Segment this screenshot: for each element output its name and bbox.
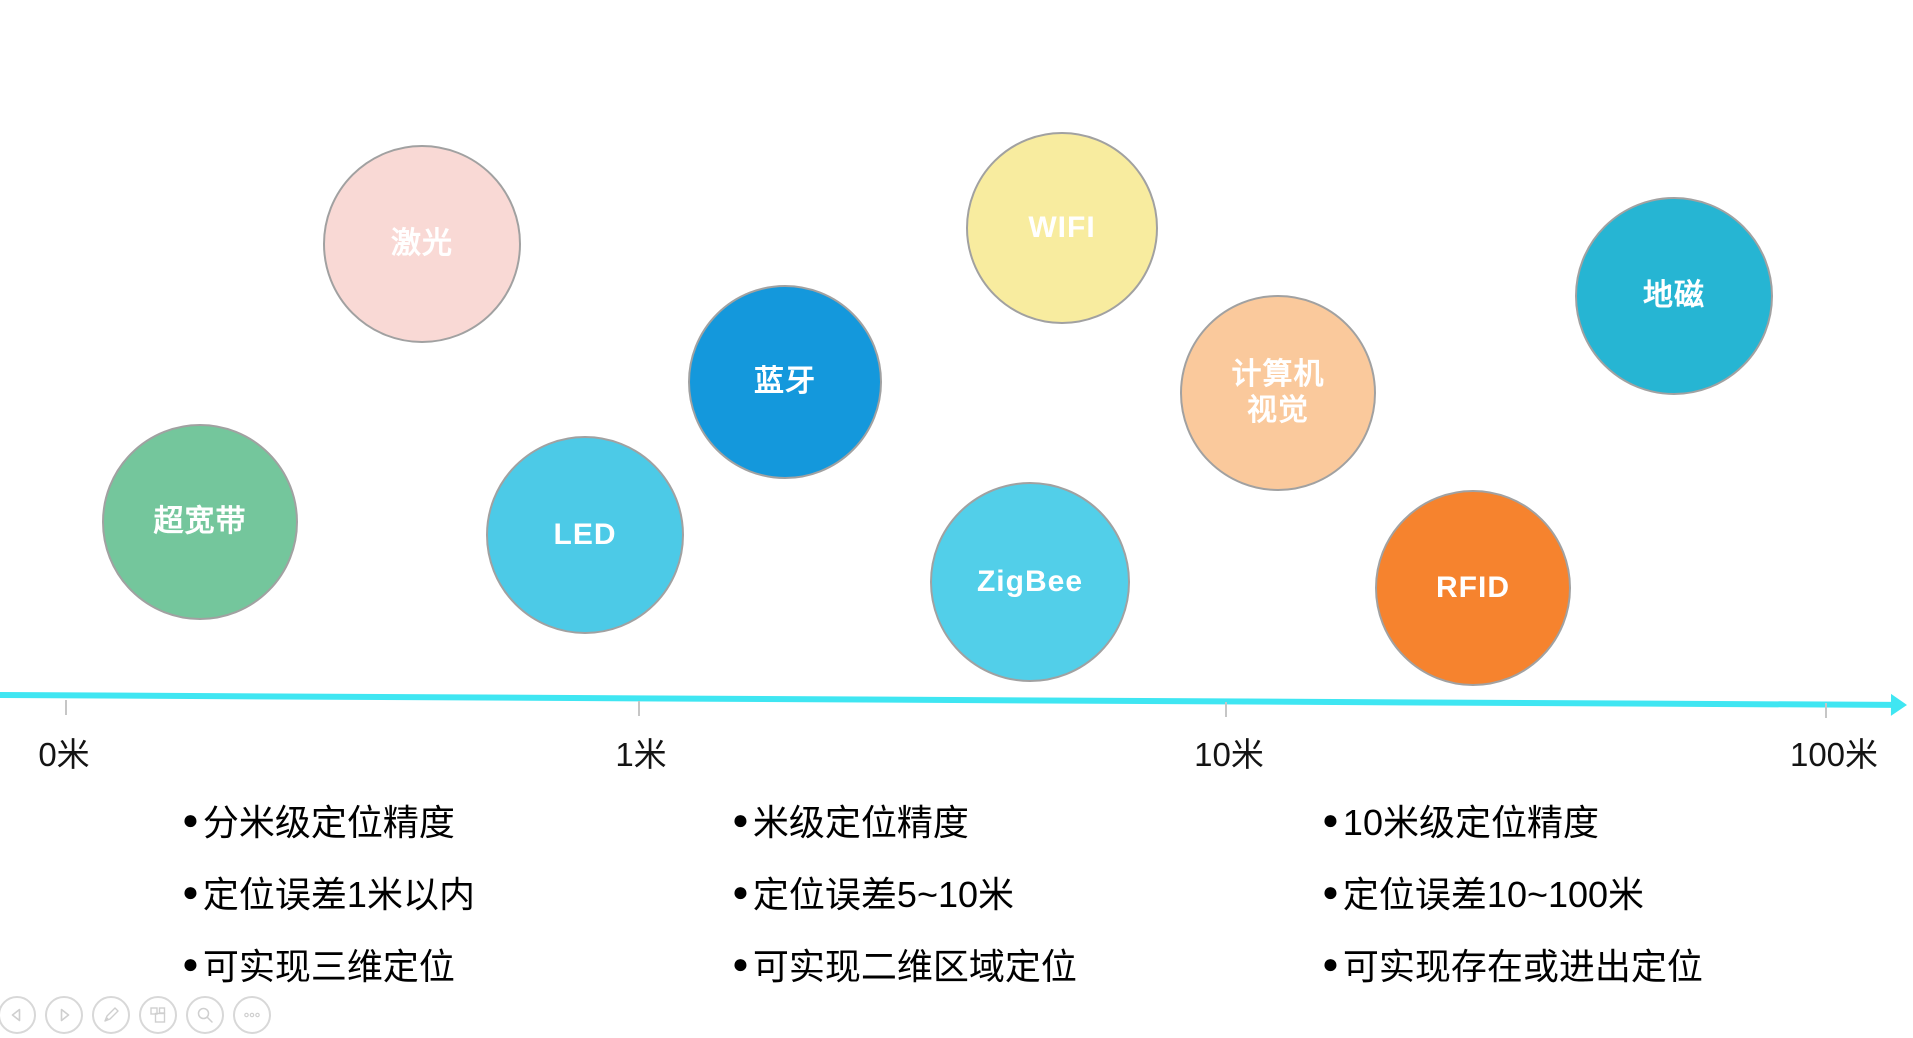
bullet-text: 定位误差10~100米 (1342, 874, 1645, 915)
bullet-text: 可实现二维区域定位 (752, 946, 1077, 987)
bullet-item: ●定位误差5~10米 (732, 872, 1077, 915)
axis-tick (1825, 703, 1827, 718)
bullet-text: 定位误差1米以内 (202, 874, 475, 915)
axis-label: 100米 (1789, 736, 1879, 773)
bullet-column-2: ●米级定位精度●定位误差5~10米●可实现二维区域定位 (732, 800, 1077, 987)
bullet-dot-icon: ● (1322, 876, 1339, 907)
bubble-bluetooth: 蓝牙 (688, 285, 882, 479)
axis-label: 10米 (1194, 736, 1264, 773)
bullet-dot-icon: ● (182, 804, 199, 835)
bullet-item: ●定位误差10~100米 (1322, 872, 1703, 915)
pen-tool-button[interactable] (92, 996, 130, 1034)
bullet-item: ●米级定位精度 (732, 800, 1077, 843)
bubble-label: RFID (1436, 571, 1510, 604)
axis-label: 0米 (38, 736, 90, 773)
axis-tick (1225, 702, 1227, 717)
previous-slide-button[interactable] (0, 996, 36, 1034)
bubble-zigbee: ZigBee (930, 482, 1130, 682)
bubble-geomagnetic: 地磁 (1575, 197, 1773, 395)
next-slide-button[interactable] (45, 996, 83, 1034)
zoom-button[interactable] (186, 996, 224, 1034)
bullet-dot-icon: ● (732, 948, 749, 979)
bullet-dot-icon: ● (732, 804, 749, 835)
bubble-uwb: 超宽带 (102, 424, 298, 620)
bubble-led: LED (486, 436, 684, 634)
bubble-label: 蓝牙 (754, 365, 816, 398)
next-slide-icon (54, 1005, 74, 1025)
bullet-dot-icon: ● (1322, 804, 1339, 835)
bullet-column-3: ●10米级定位精度●定位误差10~100米●可实现存在或进出定位 (1322, 800, 1703, 987)
slide-sorter-icon (148, 1005, 168, 1025)
bullet-text: 可实现三维定位 (202, 946, 455, 987)
more-options-button[interactable] (233, 996, 271, 1034)
bullet-dot-icon: ● (732, 876, 749, 907)
bullet-text: 米级定位精度 (752, 802, 969, 843)
bullet-text: 分米级定位精度 (202, 802, 455, 843)
slide-sorter-button[interactable] (139, 996, 177, 1034)
bullet-item: ●10米级定位精度 (1322, 800, 1703, 843)
bullet-item: ●可实现二维区域定位 (732, 944, 1077, 987)
bubble-laser: 激光 (323, 145, 521, 343)
axis-tick (65, 700, 67, 715)
bullet-dot-icon: ● (1322, 948, 1339, 979)
bullet-item: ●可实现三维定位 (182, 944, 475, 987)
bubble-rfid: RFID (1375, 490, 1571, 686)
bubble-wifi: WIFI (966, 132, 1158, 324)
bubble-label: LED (553, 518, 617, 551)
bubble-label: 计算机 视觉 (1231, 358, 1325, 427)
previous-slide-icon (7, 1005, 27, 1025)
more-options-icon (242, 1005, 262, 1025)
bullet-text: 10米级定位精度 (1342, 802, 1599, 843)
bullet-item: ●可实现存在或进出定位 (1322, 944, 1703, 987)
bubble-label: WIFI (1028, 211, 1096, 244)
bubble-label: 超宽带 (153, 505, 247, 538)
pen-tool-icon (101, 1005, 121, 1025)
axis-label: 1米 (615, 736, 667, 773)
bullet-dot-icon: ● (182, 876, 199, 907)
bubble-label: ZigBee (976, 565, 1084, 598)
zoom-icon (195, 1005, 215, 1025)
bullet-dot-icon: ● (182, 948, 199, 979)
bubble-label: 地磁 (1643, 279, 1705, 312)
bubble-label: 激光 (391, 227, 453, 260)
axis-arrow-icon (1890, 693, 1908, 716)
bubble-computer-vision: 计算机 视觉 (1180, 295, 1376, 491)
bullet-text: 可实现存在或进出定位 (1342, 946, 1703, 987)
bullet-item: ●分米级定位精度 (182, 800, 475, 843)
accuracy-axis-line (0, 692, 1908, 716)
bullet-item: ●定位误差1米以内 (182, 872, 475, 915)
bullet-text: 定位误差5~10米 (752, 874, 1015, 915)
bullet-column-1: ●分米级定位精度●定位误差1米以内●可实现三维定位 (182, 800, 475, 987)
axis-tick (638, 701, 640, 716)
